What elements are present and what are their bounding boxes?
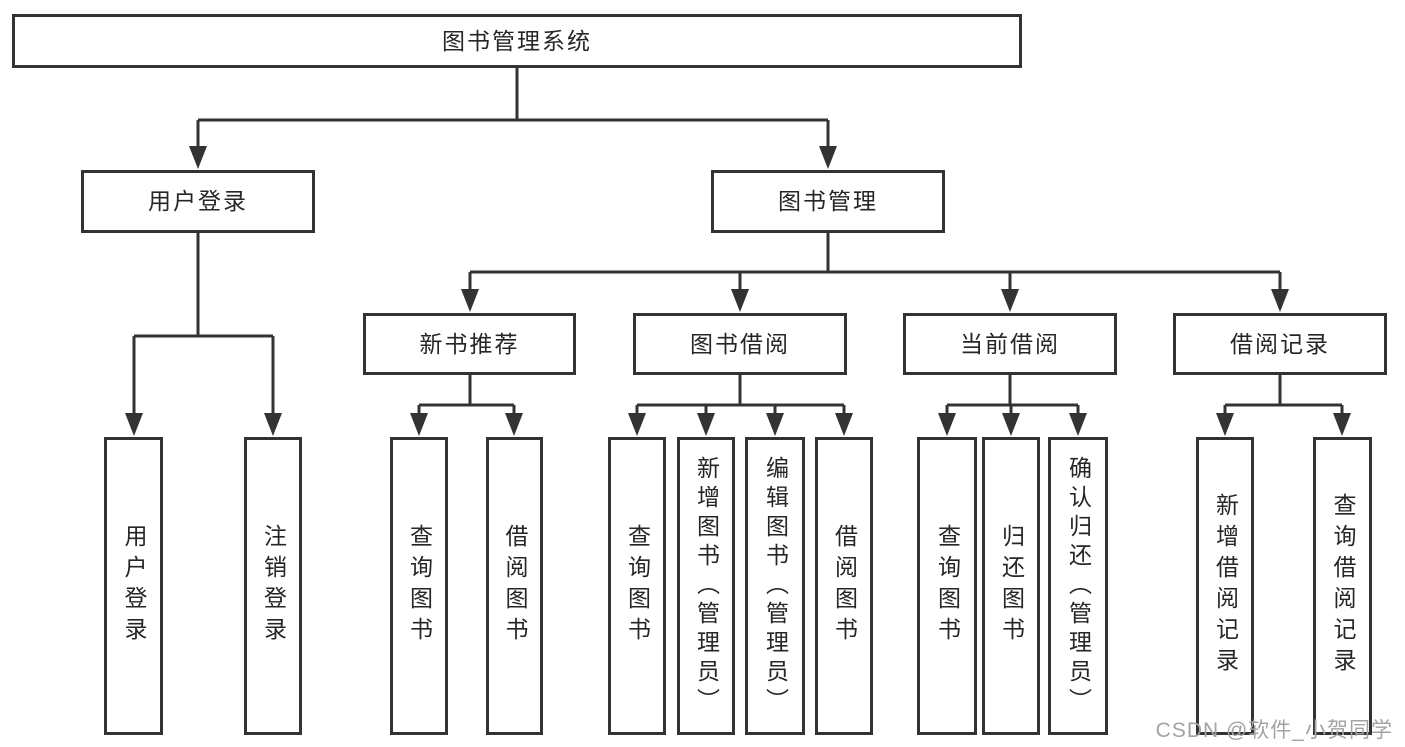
arrowhead-down-icon xyxy=(1001,289,1019,312)
node-current-borrowing: 当前借阅 xyxy=(903,313,1117,375)
node-book-management: 图书管理 xyxy=(711,170,945,233)
arrowhead-down-icon xyxy=(1002,413,1020,436)
arrowhead-down-icon xyxy=(938,413,956,436)
leaf-borrow-books-borrow: 借阅图书 xyxy=(815,437,873,735)
leaf-user-login: 用户登录 xyxy=(104,437,163,735)
connector-borrowing-records-branch xyxy=(1223,375,1344,415)
arrowhead-down-icon xyxy=(189,146,207,169)
arrowhead-down-icon xyxy=(628,413,646,436)
arrowhead-down-icon xyxy=(125,413,143,436)
arrowhead-down-icon xyxy=(505,413,523,436)
arrowhead-down-icon xyxy=(1216,413,1234,436)
node-new-book-recommendation: 新书推荐 xyxy=(363,313,576,375)
arrowhead-down-icon xyxy=(1333,413,1351,436)
connector-book-borrowing-branch xyxy=(635,375,846,415)
connector-new-book-branch xyxy=(417,375,516,415)
leaf-query-borrow-record: 查询借阅记录 xyxy=(1313,437,1372,735)
connector-user-login-branch xyxy=(132,233,275,415)
leaf-query-books-borrow: 查询图书 xyxy=(608,437,666,735)
arrowhead-down-icon xyxy=(697,413,715,436)
arrowhead-down-icon xyxy=(410,413,428,436)
connector-root-to-level2 xyxy=(196,68,830,148)
arrowhead-down-icon xyxy=(766,413,784,436)
node-user-login: 用户登录 xyxy=(81,170,315,233)
node-book-borrowing: 图书借阅 xyxy=(633,313,847,375)
connector-current-borrowing-branch xyxy=(945,375,1080,415)
leaf-add-borrow-record: 新增借阅记录 xyxy=(1196,437,1254,735)
connector-book-management-branch xyxy=(468,233,1282,291)
leaf-add-books-admin: 新增图书（管理员） xyxy=(677,437,735,735)
csdn-watermark: CSDN @软件_小贺同学 xyxy=(1155,719,1393,742)
arrowhead-down-icon xyxy=(731,289,749,312)
arrowhead-down-icon xyxy=(264,413,282,436)
node-borrowing-records: 借阅记录 xyxy=(1173,313,1387,375)
arrowhead-down-icon xyxy=(835,413,853,436)
leaf-query-books-current: 查询图书 xyxy=(917,437,977,735)
node-root: 图书管理系统 xyxy=(12,14,1022,68)
leaf-edit-books-admin: 编辑图书（管理员） xyxy=(745,437,805,735)
leaf-borrow-books-recommend: 借阅图书 xyxy=(486,437,543,735)
arrowhead-down-icon xyxy=(1271,289,1289,312)
leaf-logout-login: 注销登录 xyxy=(244,437,302,735)
arrowhead-down-icon xyxy=(819,146,837,169)
arrowhead-down-icon xyxy=(1069,413,1087,436)
leaf-query-books-recommend: 查询图书 xyxy=(390,437,448,735)
arrowhead-down-icon xyxy=(461,289,479,312)
leaf-confirm-return-admin: 确认归还（管理员） xyxy=(1048,437,1108,735)
leaf-return-books: 归还图书 xyxy=(982,437,1040,735)
